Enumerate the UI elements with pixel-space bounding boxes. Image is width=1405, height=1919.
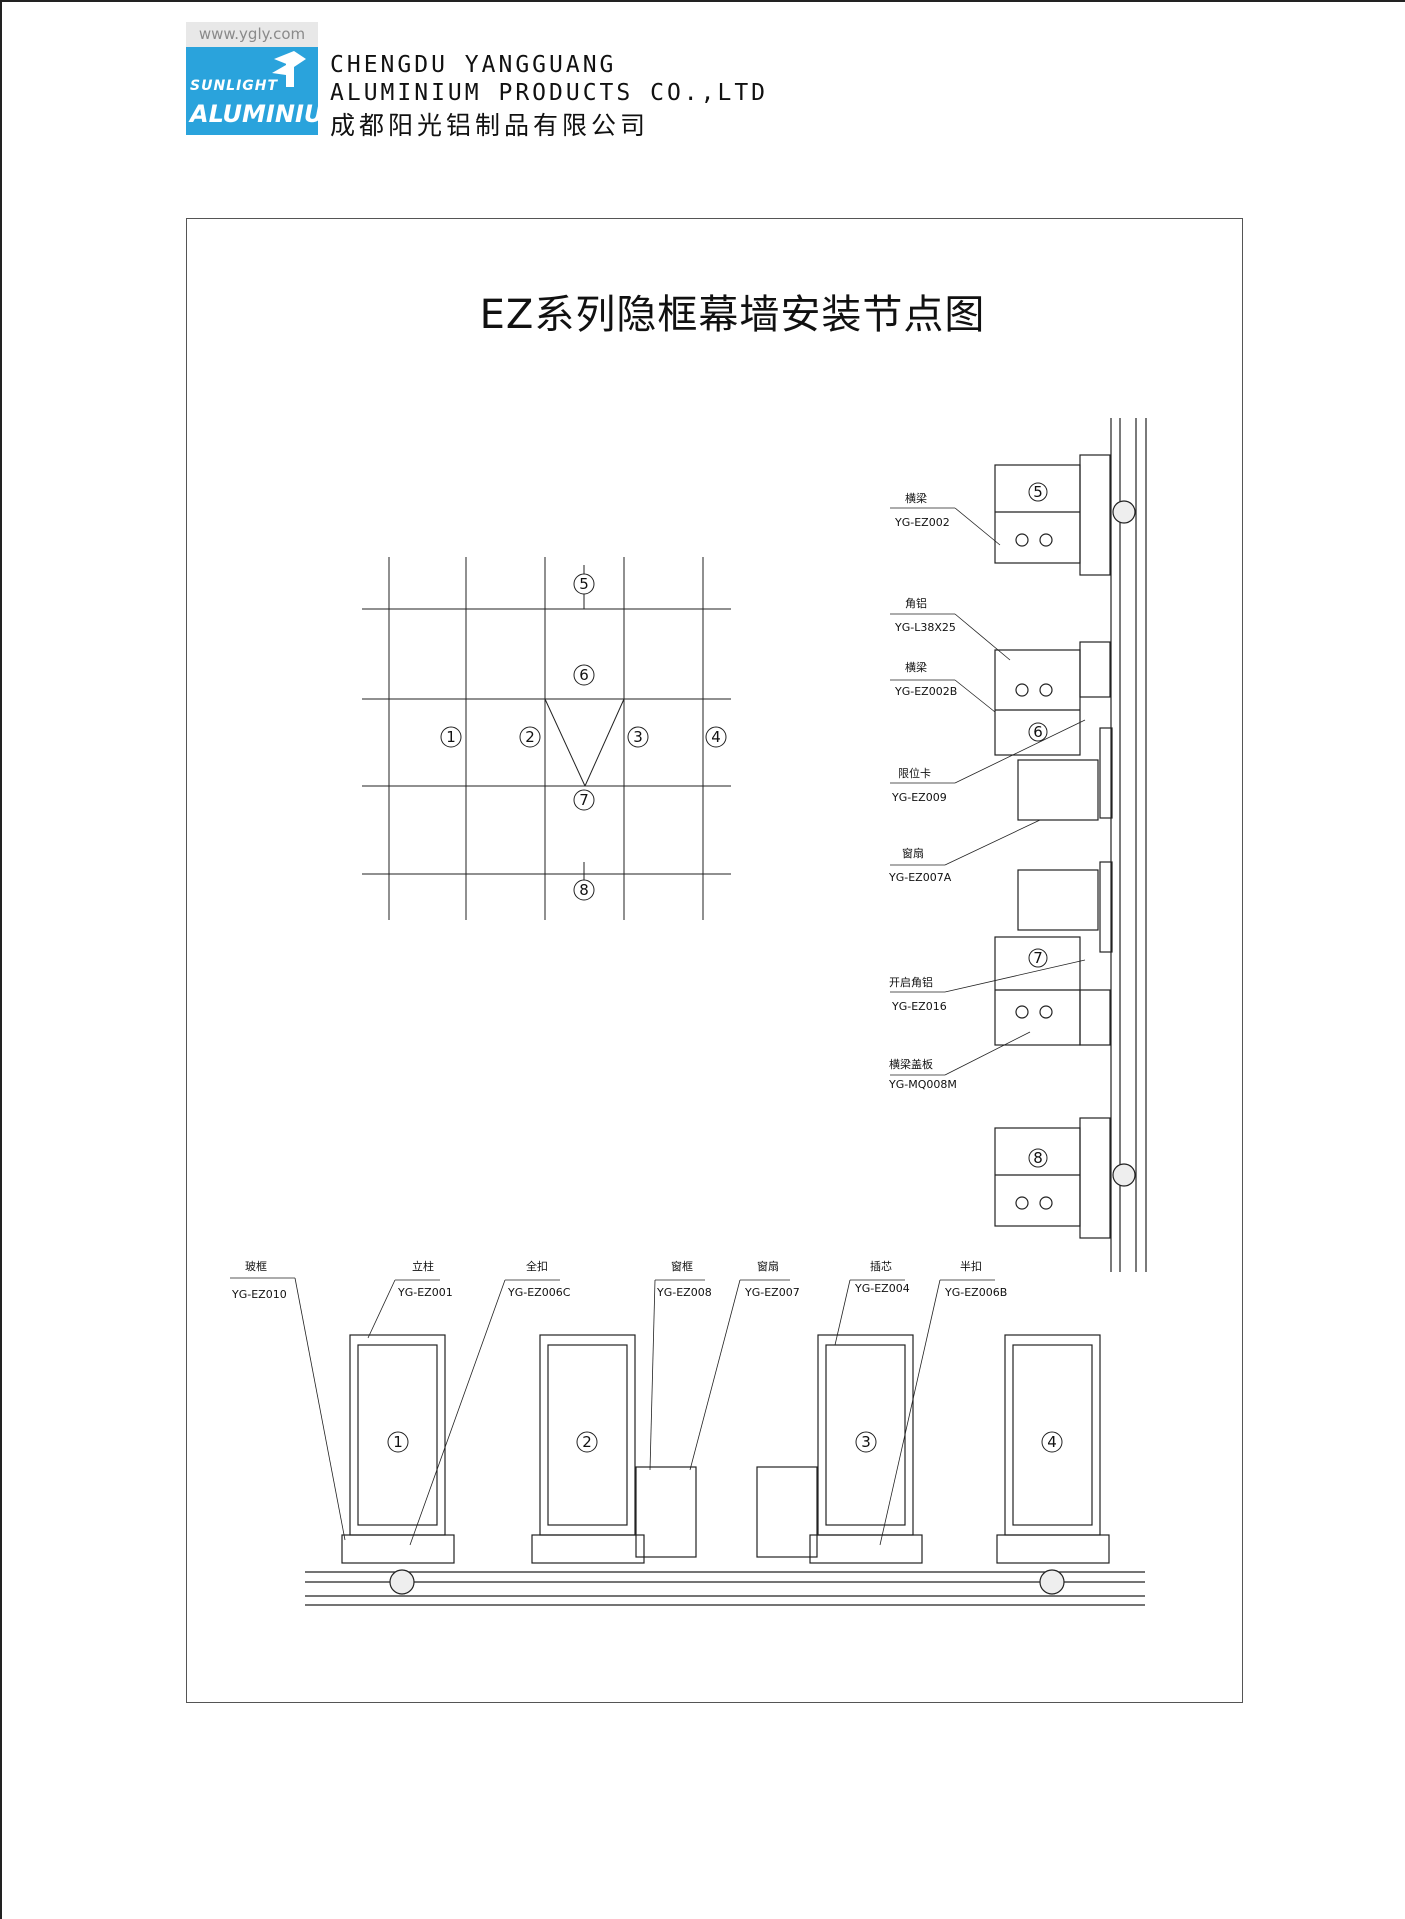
section-node-5: 5 [1033, 483, 1043, 501]
v-label-1-cn: 横梁 [905, 491, 927, 505]
h-label-1-cn: 玻框 [245, 1260, 267, 1273]
marker-3-label: 3 [633, 728, 643, 746]
v-label-4-cn: 限位卡 [898, 766, 931, 780]
company-name-en-2: ALUMINIUM PRODUCTS CO.,LTD [330, 80, 769, 106]
h-label-3-cn: 全扣 [526, 1259, 548, 1273]
v-label-4-code: YG-EZ009 [891, 791, 947, 804]
section-node-6: 6 [1033, 723, 1043, 741]
marker-2-label: 2 [525, 728, 535, 746]
horizontal-section [305, 1334, 1145, 1606]
h-label-4-code: YG-EZ008 [656, 1286, 712, 1299]
logo-emblem-icon [272, 51, 306, 87]
plan-node-1: 1 [393, 1433, 403, 1451]
marker-8-label: 8 [579, 881, 589, 899]
drawing-frame [186, 218, 1243, 1703]
section-node-7: 7 [1033, 949, 1043, 967]
vertical-section [994, 418, 1147, 1272]
company-name-cn: 成都阳光铝制品有限公司 [330, 111, 650, 140]
plan-node-2: 2 [582, 1433, 592, 1451]
company-logo [186, 47, 318, 135]
logo-url: www.ygly.com [186, 22, 318, 47]
v-label-6-cn: 开启角铝 [889, 975, 933, 989]
plan-node-4: 4 [1047, 1433, 1057, 1451]
h-label-2-code: YG-EZ001 [397, 1286, 453, 1299]
h-label-4-cn: 窗框 [671, 1259, 693, 1273]
v-label-2-code: YG-L38X25 [894, 621, 956, 634]
marker-1-label: 1 [446, 728, 456, 746]
v-label-5-cn: 窗扇 [902, 846, 924, 860]
h-label-3-code: YG-EZ006C [507, 1286, 571, 1299]
logo-brand-line1: SUNLIGHT [190, 78, 279, 94]
h-label-7-code: YG-EZ006B [944, 1286, 1007, 1299]
marker-7-label: 7 [579, 791, 589, 809]
h-label-7-cn: 半扣 [960, 1259, 982, 1273]
h-label-6-cn: 插芯 [870, 1259, 892, 1273]
v-label-7-cn: 横梁盖板 [889, 1057, 933, 1071]
marker-5-label: 5 [579, 575, 589, 593]
grid-markers [440, 573, 727, 901]
h-label-6-code: YG-EZ004 [854, 1282, 910, 1295]
drawing-title: EZ系列隐框幕墙安装节点图 [479, 292, 986, 338]
h-label-1-code: YG-EZ010 [231, 1288, 287, 1301]
marker-6-label: 6 [579, 666, 589, 684]
h-label-2-cn: 立柱 [412, 1259, 434, 1273]
v-label-3-cn: 横梁 [905, 660, 927, 674]
plan-node-3: 3 [861, 1433, 871, 1451]
v-label-2-cn: 角铝 [905, 596, 927, 610]
v-label-7-code: YG-MQ008M [888, 1078, 957, 1091]
v-label-1-code: YG-EZ002 [894, 516, 950, 529]
v-label-5-code: YG-EZ007A [888, 871, 952, 884]
logo-brand-line2: ALUMINIUM [190, 100, 348, 128]
h-label-5-cn: 窗扇 [757, 1259, 779, 1273]
v-label-6-code: YG-EZ016 [891, 1000, 947, 1013]
h-label-5-code: YG-EZ007 [744, 1286, 800, 1299]
marker-4-label: 4 [711, 728, 721, 746]
section-node-8: 8 [1033, 1149, 1043, 1167]
v-label-3-code: YG-EZ002B [894, 685, 957, 698]
company-name-en-1: CHENGDU YANGGUANG [330, 52, 617, 78]
elevation-grid [362, 557, 731, 920]
